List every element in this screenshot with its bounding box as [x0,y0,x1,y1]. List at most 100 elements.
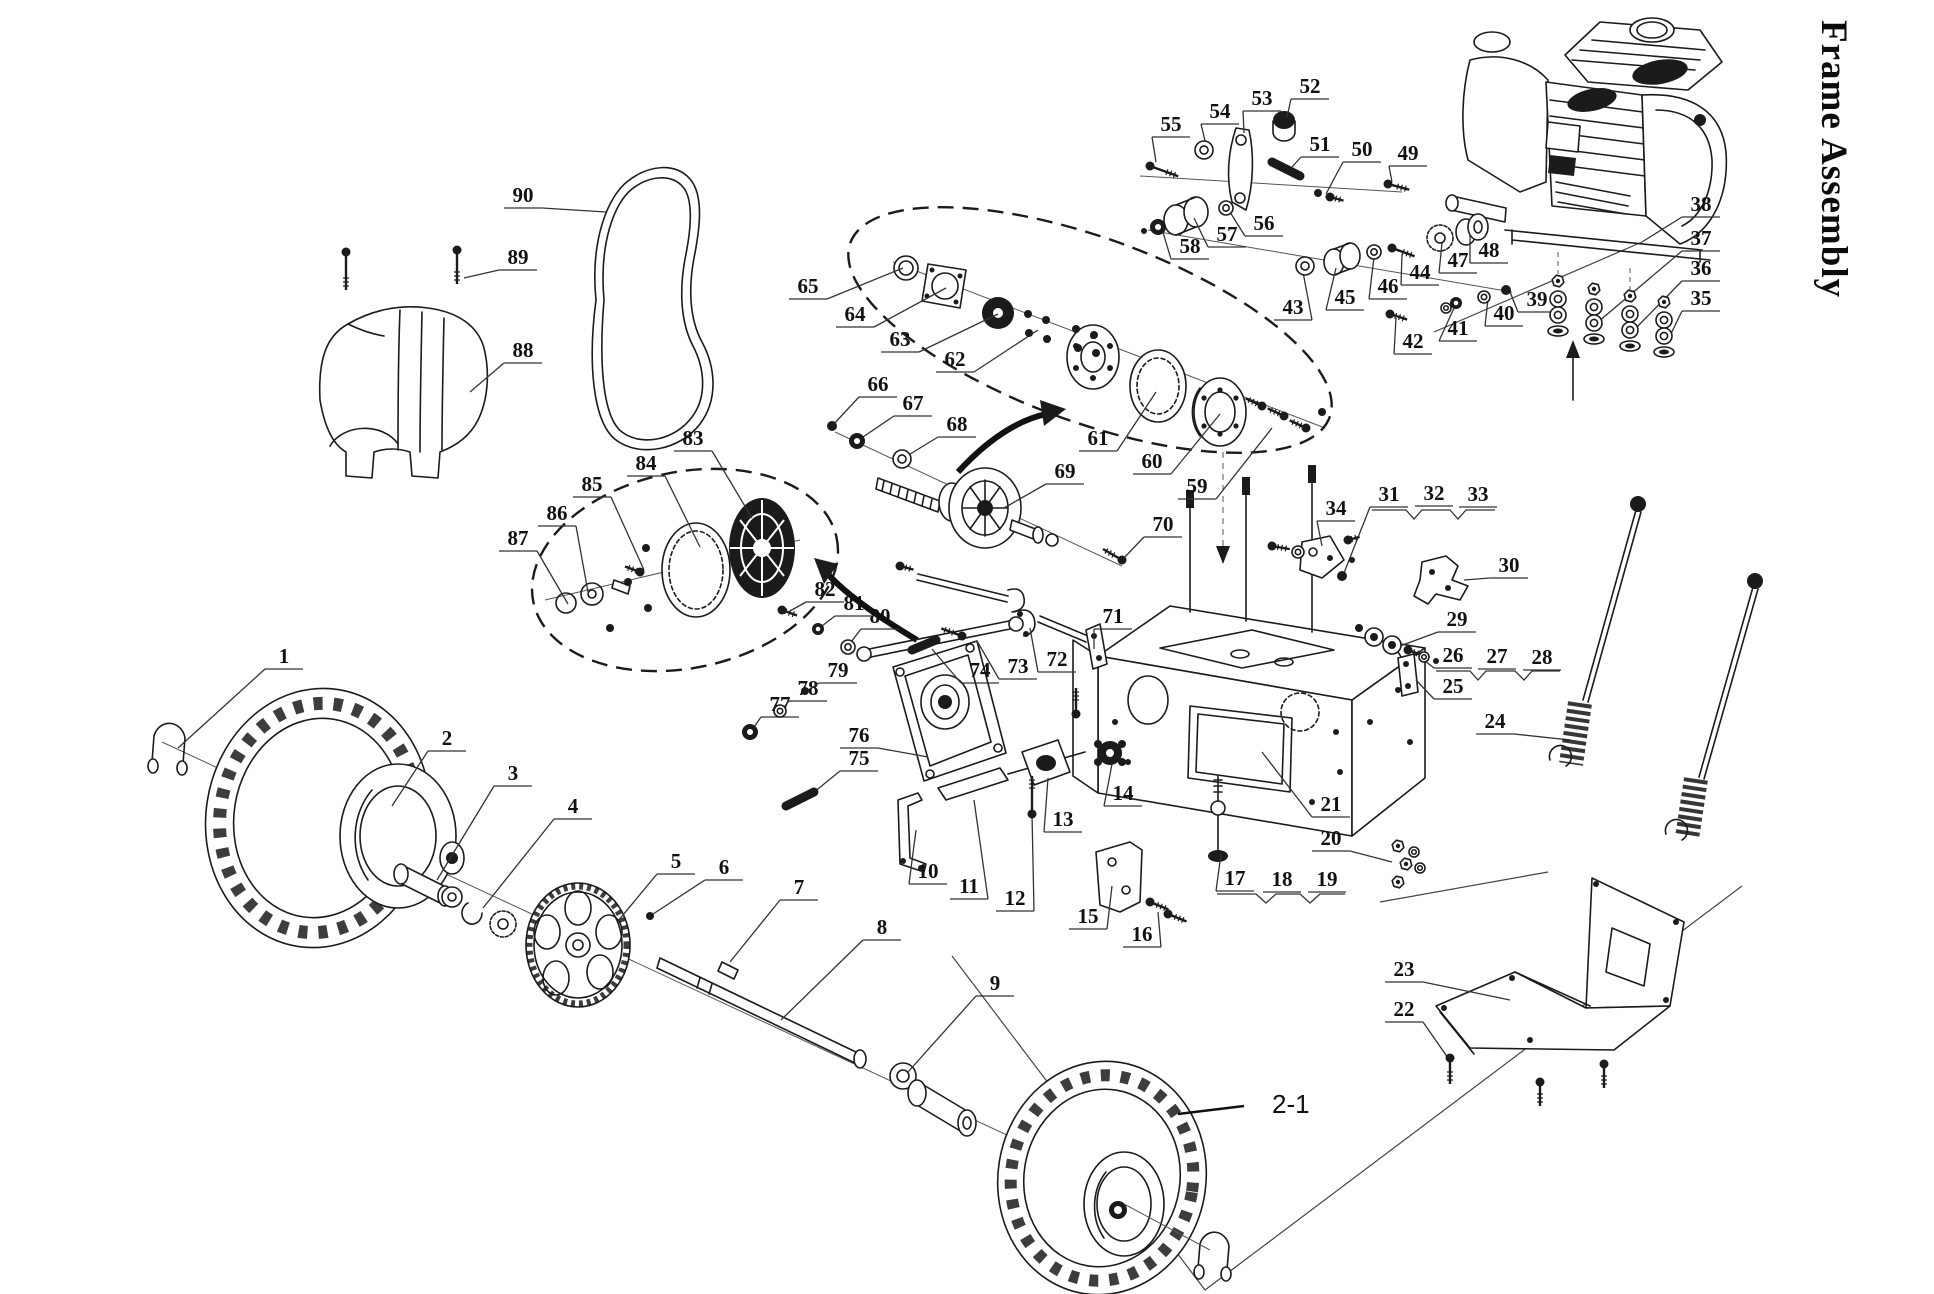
idler-arm-group [1299,535,1469,697]
washer [1442,304,1450,312]
leader-line [1161,228,1172,260]
part-label: 83 [683,426,704,450]
screw-thread [1350,535,1354,543]
screw-thread [1173,913,1178,921]
screw-head [957,631,967,641]
part-label: 61 [1088,426,1109,450]
leader-line [1393,317,1397,355]
leader-line [1316,520,1323,547]
hex-bolt-head [1395,843,1401,849]
bolt-dot [1072,325,1080,333]
part-label: 58 [1180,234,1201,258]
part-label: 79 [828,658,849,682]
screw-head [1535,1077,1545,1087]
bolt-dot [1501,285,1511,295]
washer [1222,204,1230,212]
washer [1621,321,1639,339]
leader-line [1157,911,1162,948]
leader-line [789,601,807,612]
screw-thread [1298,422,1303,429]
hex-bolt-head [1661,299,1667,305]
washer-pad [1553,328,1563,334]
leader-line [1286,98,1292,118]
leader-line [1103,763,1113,807]
screw-thread [1409,251,1413,258]
screw-thread [1163,904,1167,912]
bolt-dot [1433,658,1439,664]
bolt-dot [1025,329,1033,337]
leader-line [1215,853,1222,892]
leader-line [1641,216,1683,243]
screw-thread [1251,398,1255,405]
leader-line [1151,136,1157,163]
part-label: 62 [945,347,966,371]
washer [1589,302,1599,312]
leader-line [931,648,962,684]
leader-line [649,879,706,917]
leader-line [536,550,569,605]
leader-line [1597,250,1683,323]
part-label: 34 [1326,496,1348,520]
part-label: 90 [513,183,534,207]
screw-thread [1412,649,1416,656]
part-label: 32 [1424,481,1445,505]
part-label: 7 [794,875,805,899]
part-label: 28 [1532,645,1553,669]
screw-head [1163,909,1173,919]
chute-plate [1435,877,1685,1055]
leader-line [1031,813,1035,912]
screw-thread [1165,169,1169,176]
part-label: 65 [798,274,819,298]
part-label: 73 [1008,654,1029,678]
frame-housing [1072,465,1426,837]
leader-line [831,396,860,427]
washer [1549,290,1567,308]
screw-thread [1291,419,1296,426]
leader-line [617,873,658,922]
leader-line [1633,280,1683,331]
washer [1294,548,1302,556]
part-label: 57 [1217,222,1238,246]
leader-line [1043,777,1049,833]
washer [1410,848,1418,856]
part-label: 11 [959,874,979,898]
part-label: 87 [508,526,529,550]
part-label: 71 [1103,604,1124,628]
pulley-detail-group [555,498,795,632]
detail-ellipse-lower [530,467,840,673]
washer [1408,846,1420,858]
worm-shaft-assembly [875,467,1059,549]
part-label: 47 [1448,248,1469,272]
part-label: 88 [513,338,534,362]
leader-line [1438,307,1455,342]
washer [1370,248,1378,256]
leader-line [664,475,701,548]
leader-line [575,525,589,593]
leader-line [1368,256,1375,300]
part-label: 29 [1447,607,1468,631]
bolt-dot [1074,344,1082,352]
washer [1480,293,1488,301]
tension-rod-left [1548,509,1642,767]
screw-thread [1346,536,1350,544]
leader-line [1388,165,1393,183]
washer [1199,145,1209,155]
screw-thread [1155,901,1160,909]
washer [773,704,787,718]
screw-head [1599,1059,1609,1069]
axle-end-spacer [889,1062,977,1137]
part-label: 16 [1132,922,1153,946]
drive-gear [525,882,631,1008]
screw-thread [1398,314,1402,321]
dark-bolt [907,635,941,655]
part-label: 81 [844,591,865,615]
part-label: 42 [1403,329,1424,353]
leader-line [1242,110,1245,134]
part-label: 67 [903,391,924,415]
washer [1420,653,1428,661]
screw-thread [947,628,951,635]
part-label: 17 [1225,866,1246,890]
washer [1416,864,1424,872]
screw-thread [1254,400,1259,407]
